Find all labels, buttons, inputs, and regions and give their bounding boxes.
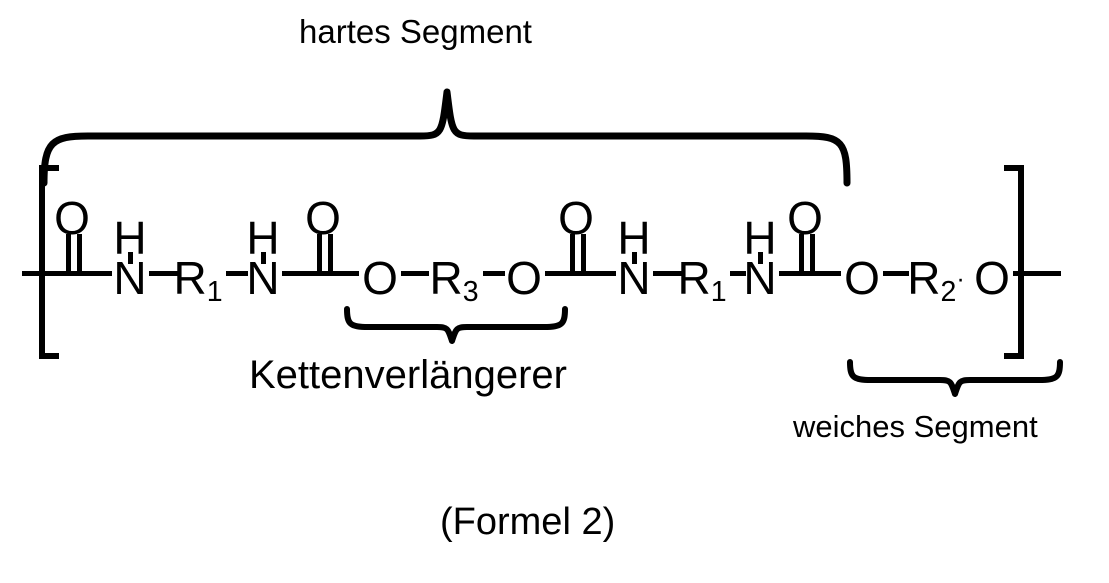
bond-n1-r1 — [149, 271, 179, 276]
group-r2: R2· — [907, 252, 965, 309]
bond-n2-c2 — [282, 271, 324, 276]
group-r1-first: R1 — [173, 252, 223, 309]
bond-double-c1-o1-b — [77, 234, 82, 274]
bond-open-right — [1013, 271, 1061, 276]
bond-double-c4-o6-a — [799, 234, 804, 274]
soft-segment-label: weiches Segment — [793, 409, 1038, 444]
bond-n4-c4 — [779, 271, 805, 276]
bond-n3-h3 — [632, 252, 637, 264]
atom-oxygen-ester-2: O — [506, 252, 542, 304]
bond-double-c2-o2-b — [328, 234, 333, 274]
bond-double-c3-o5-a — [570, 234, 575, 274]
hard-segment-brace — [40, 88, 851, 187]
atom-oxygen-carbonyl-4: O — [787, 192, 823, 244]
bond-o3-r3 — [401, 271, 429, 276]
figure-caption: (Formel 2) — [440, 501, 616, 543]
chain-extender-label: Kettenverlängerer — [249, 353, 567, 397]
bond-c1-n1 — [72, 271, 112, 276]
bond-c4-o7 — [805, 271, 841, 276]
atom-oxygen-carbonyl-3: O — [558, 192, 594, 244]
bond-open-left — [22, 271, 72, 276]
soft-segment-brace — [847, 359, 1063, 397]
bond-r1-n2 — [226, 271, 248, 276]
group-r3: R3 — [429, 252, 479, 309]
bond-n1-h1 — [128, 252, 133, 264]
atom-oxygen-carbonyl-2: O — [305, 192, 341, 244]
bond-n2-h2 — [261, 252, 266, 264]
bond-r3-o4 — [483, 271, 505, 276]
hard-segment-label: hartes Segment — [299, 13, 532, 50]
atom-oxygen-ester-1: O — [362, 252, 398, 304]
bond-n4-h4 — [758, 252, 763, 264]
bond-o7-r2 — [883, 271, 909, 276]
bond-c3-n3 — [576, 271, 616, 276]
bond-double-c1-o1-a — [66, 234, 71, 274]
bond-double-c3-o5-b — [581, 234, 586, 274]
atom-oxygen-ester-3: O — [844, 252, 880, 304]
bond-o4-c3 — [545, 271, 581, 276]
bond-n3-r1b — [653, 271, 683, 276]
chain-extender-brace — [344, 306, 568, 344]
bond-c2-o3 — [323, 271, 359, 276]
bond-double-c4-o6-b — [810, 234, 815, 274]
group-r1-second: R1 — [677, 252, 727, 309]
bond-r1b-n4 — [730, 271, 746, 276]
atom-oxygen-carbonyl-1: O — [54, 192, 90, 244]
atom-oxygen-ester-4: O — [974, 252, 1010, 304]
bond-double-c2-o2-a — [317, 234, 322, 274]
